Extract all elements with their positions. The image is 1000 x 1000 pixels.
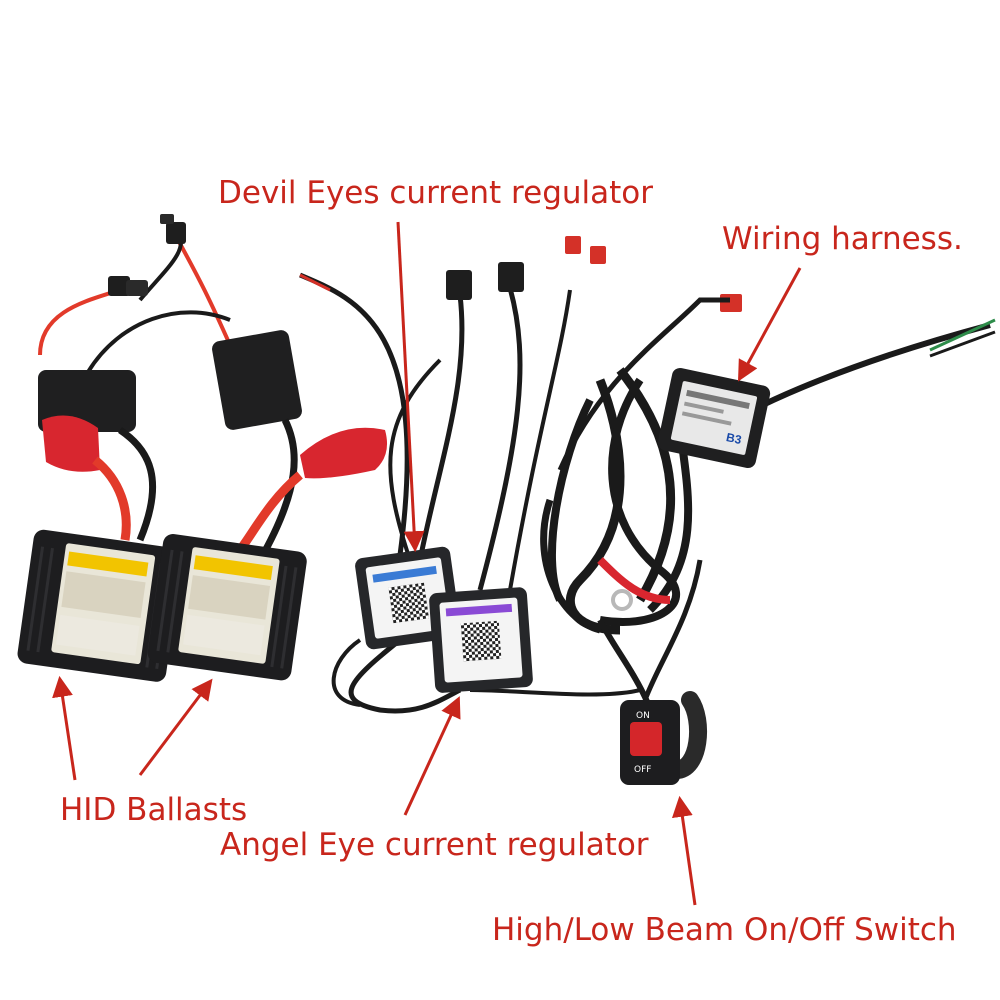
label-angel-eye-regulator: Angel Eye current regulator xyxy=(220,827,649,863)
hid-ballast xyxy=(17,529,183,682)
igniter-box xyxy=(212,330,302,430)
label-devil-eyes-regulator: Devil Eyes current regulator xyxy=(218,175,653,211)
arrow-wiring-harness xyxy=(737,267,802,382)
beam-switch: ON OFF xyxy=(620,559,708,785)
relay-label: B3 xyxy=(725,430,743,447)
label-hid-ballasts: HID Ballasts xyxy=(60,792,248,828)
wiring-harness xyxy=(540,297,996,761)
arrow-angel-eye xyxy=(403,696,461,816)
label-wiring-harness: Wiring harness. xyxy=(722,221,963,257)
annotation-arrows xyxy=(52,221,802,906)
relay-box: B3 xyxy=(657,368,771,468)
arrow-hid-ballast-2 xyxy=(138,678,213,776)
arrow-devil-eyes xyxy=(396,221,425,553)
hid-ballast-kit xyxy=(17,214,388,682)
switch-on-text: ON xyxy=(636,711,650,721)
ring-terminal xyxy=(611,589,633,611)
red-boot xyxy=(42,415,100,472)
red-boot xyxy=(300,427,388,479)
angel-eye-regulator xyxy=(429,587,533,693)
label-beam-switch: High/Low Beam On/Off Switch xyxy=(492,912,957,948)
connector-icon xyxy=(108,214,186,296)
arrow-hid-ballast-1 xyxy=(52,675,77,781)
connector-icon xyxy=(299,236,742,312)
arrow-switch xyxy=(671,795,697,906)
hid-ballast xyxy=(147,534,307,681)
switch-off-text: OFF xyxy=(634,765,651,775)
